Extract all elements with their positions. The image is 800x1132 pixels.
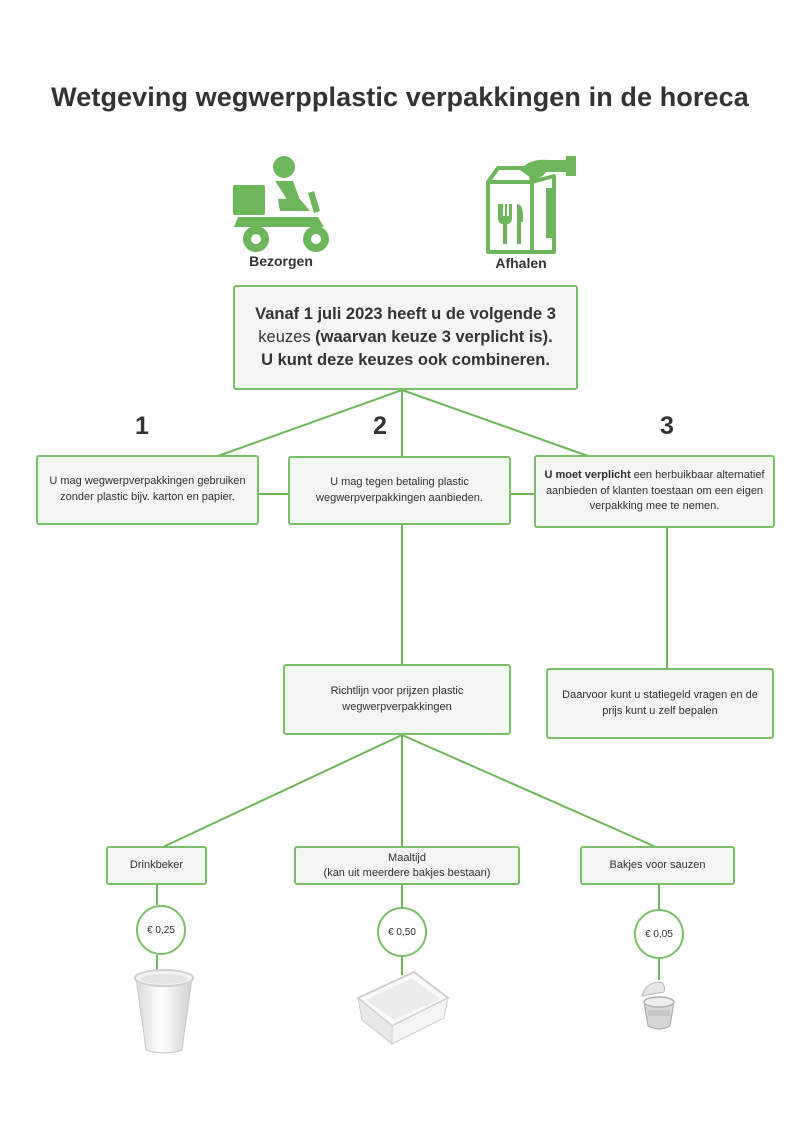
guideline-box: Richtlijn voor prijzen plastic wegwerpve… [283, 664, 511, 735]
scooter-delivery-icon [233, 156, 329, 252]
takeaway-bag-icon [486, 156, 576, 254]
main-box-line2: keuzes (waarvan keuze 3 verplicht is). [255, 326, 556, 349]
main-box-line2-bold: (waarvan keuze 3 verplicht is). [315, 327, 553, 346]
price-sauce: € 0,05 [634, 909, 684, 959]
product-cup-label: Drinkbeker [129, 858, 184, 871]
option-3-rest-text: een herbuikbaar alternatief aanbieden of… [545, 468, 765, 513]
option-3-box: U moet verplicht een herbuikbaar alterna… [534, 455, 775, 528]
option-2-text: U mag tegen betaling plastic wegwerpverp… [316, 475, 483, 504]
connector-guideline-to-cup [162, 734, 403, 848]
option-1-text: U mag wegwerpverpakkingen gebruiken zond… [49, 475, 246, 503]
price-meal: € 0,50 [377, 907, 427, 957]
product-meal-box: Maaltijd (kan uit meerdere bakjes bestaa… [294, 846, 520, 885]
main-choices-box: Vanaf 1 juli 2023 heeft u de volgende 3 … [233, 285, 578, 390]
main-box-line1: Vanaf 1 juli 2023 heeft u de volgende 3 [255, 304, 556, 323]
delivery-label: Bezorgen [249, 253, 313, 269]
option-number-2: 2 [373, 412, 387, 440]
page-title: Wetgeving wegwerpplastic verpakkingen in… [51, 82, 749, 112]
option-1-box: U mag wegwerpverpakkingen gebruiken zond… [36, 455, 259, 525]
option-3-bold-text: U moet verplicht [544, 468, 631, 481]
cup-icon [134, 969, 194, 1054]
product-sauce-box: Bakjes voor sauzen [580, 846, 735, 885]
main-box-line2-plain: keuzes [258, 327, 316, 346]
product-meal-sublabel: (kan uit meerdere bakjes bestaan) [323, 866, 491, 879]
connector-main-to-1 [217, 389, 403, 457]
product-meal-label: Maaltijd [388, 852, 426, 865]
guideline-text: Richtlijn voor prijzen plastic wegwerpve… [330, 684, 464, 713]
deposit-box: Daarvoor kunt u statiegeld vragen en de … [546, 668, 774, 739]
option-number-3: 3 [660, 412, 674, 440]
option-3-text: U moet verplicht een herbuikbaar alterna… [544, 468, 765, 516]
product-sauce-label: Bakjes voor sauzen [609, 858, 706, 871]
option-2-box: U mag tegen betaling plastic wegwerpverp… [288, 456, 511, 525]
product-cup-box: Drinkbeker [106, 846, 207, 885]
deposit-text: Daarvoor kunt u statiegeld vragen en de … [562, 688, 758, 717]
sauce-cup-icon [641, 981, 675, 1030]
connector-guideline-to-sauce [401, 734, 657, 848]
connector-main-to-3 [401, 389, 589, 457]
option-number-1: 1 [135, 412, 149, 440]
price-cup: € 0,25 [136, 905, 186, 955]
meal-tray-icon [356, 970, 450, 1046]
main-box-line3: U kunt deze keuzes ook combineren. [261, 351, 550, 370]
takeaway-label: Afhalen [495, 255, 547, 271]
